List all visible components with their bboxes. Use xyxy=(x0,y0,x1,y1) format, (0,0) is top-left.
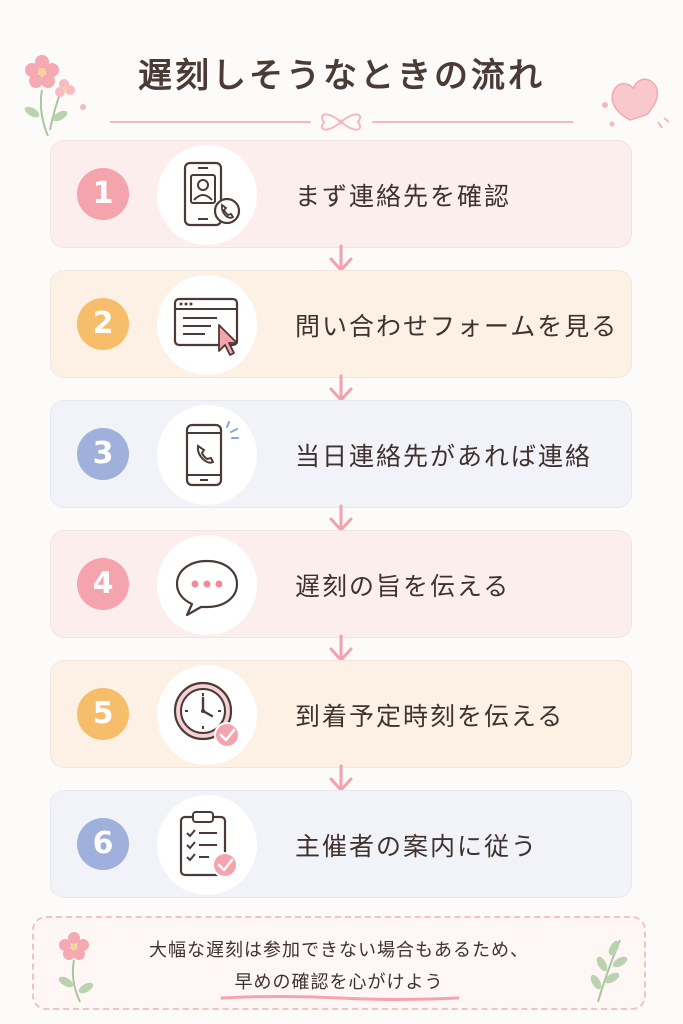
step-number-badge: 2 xyxy=(77,298,129,350)
step-label: 主催者の案内に従う xyxy=(295,832,539,861)
clock-check-icon xyxy=(173,681,240,748)
step-number-badge: 3 xyxy=(77,428,129,480)
flower-icon xyxy=(24,55,75,137)
heart-icon xyxy=(609,78,670,129)
step-label: 遅刻の旨を伝える xyxy=(295,572,511,601)
icon-badge xyxy=(157,795,257,895)
note-text-line: 早めの確認を心がけよう xyxy=(234,972,444,993)
step-card-5: 5 到着予定時刻を伝える xyxy=(50,660,632,768)
step-label: 到着予定時刻を伝える xyxy=(295,702,565,731)
step-number-badge: 6 xyxy=(77,818,129,870)
step-card-3: 3 当日連絡先があれば連絡 xyxy=(50,400,632,508)
step-label: 当日連絡先があれば連絡 xyxy=(295,442,593,471)
icon-badge xyxy=(157,405,257,505)
icon-badge xyxy=(157,535,257,635)
browser-form-icon xyxy=(173,297,239,356)
clipboard-check-icon xyxy=(179,811,238,878)
icon-badge xyxy=(157,275,257,375)
step-number-badge: 1 xyxy=(77,168,129,220)
step-card-2: 2 問い合わせフォームを見る xyxy=(50,270,632,378)
smartphone-contact-icon xyxy=(183,161,241,227)
note-box: 大幅な遅刻は参加できない場合もあるため、 早めの確認を心がけよう xyxy=(32,916,646,1010)
phone-call-icon xyxy=(185,421,239,487)
step-label: まず連絡先を確認 xyxy=(295,182,512,211)
ribbon-divider xyxy=(110,113,573,131)
note-text-line: 大幅な遅刻は参加できない場合もあるため、 xyxy=(149,940,529,961)
sparkle-dot xyxy=(80,104,86,110)
icon-badge xyxy=(157,665,257,765)
header: 遅刻しそうなときの流れ xyxy=(0,28,683,137)
leaf-sprig-icon xyxy=(590,939,628,1003)
chat-bubble-icon xyxy=(175,559,239,617)
step-number-badge: 4 xyxy=(77,558,129,610)
sparkle-dot xyxy=(602,102,608,108)
step-card-6: 6 主催者の案内に従う xyxy=(50,790,632,898)
flower-icon xyxy=(58,932,94,1003)
step-card-4: 4 遅刻の旨を伝える xyxy=(50,530,632,638)
step-card-1: 1 まず連絡先を確認 xyxy=(50,140,632,248)
page-title: 遅刻しそうなときの流れ xyxy=(138,56,545,96)
icon-badge xyxy=(157,145,257,245)
step-label: 問い合わせフォームを見る xyxy=(295,312,619,341)
highlight-underline xyxy=(220,995,460,1001)
step-number-badge: 5 xyxy=(77,688,129,740)
